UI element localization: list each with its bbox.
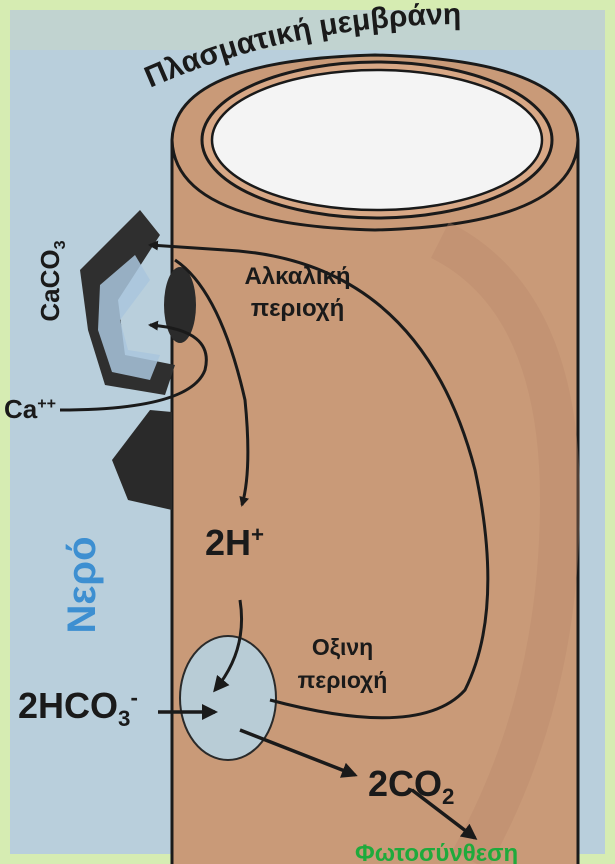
- acidic-line1: Οξινη: [265, 636, 420, 659]
- photosynthesis-label: Φωτοσύνθεση: [355, 842, 518, 864]
- acidic-zone: [180, 636, 276, 760]
- proton-label: 2H+: [205, 525, 264, 561]
- acidic-region-label: Οξινη περιοχή: [265, 636, 420, 692]
- bicarbonate-label: 2HCO3-: [18, 688, 138, 724]
- caco3-label: CaCO3: [37, 221, 63, 341]
- co2-label: 2CO2: [368, 766, 454, 802]
- alkaline-line2: περιοχή: [215, 297, 380, 321]
- alkaline-line1: Αλκαλική: [215, 265, 380, 289]
- calcium-label: Ca++: [4, 396, 56, 422]
- water-label: Νερό: [62, 525, 102, 645]
- alkaline-region-label: Αλκαλική περιοχή: [215, 265, 380, 321]
- cell-opening: [212, 70, 542, 210]
- caco3-subscript: 3: [51, 240, 69, 249]
- acidic-line2: περιοχή: [265, 669, 420, 692]
- caco3-formula: CaCO: [35, 249, 65, 321]
